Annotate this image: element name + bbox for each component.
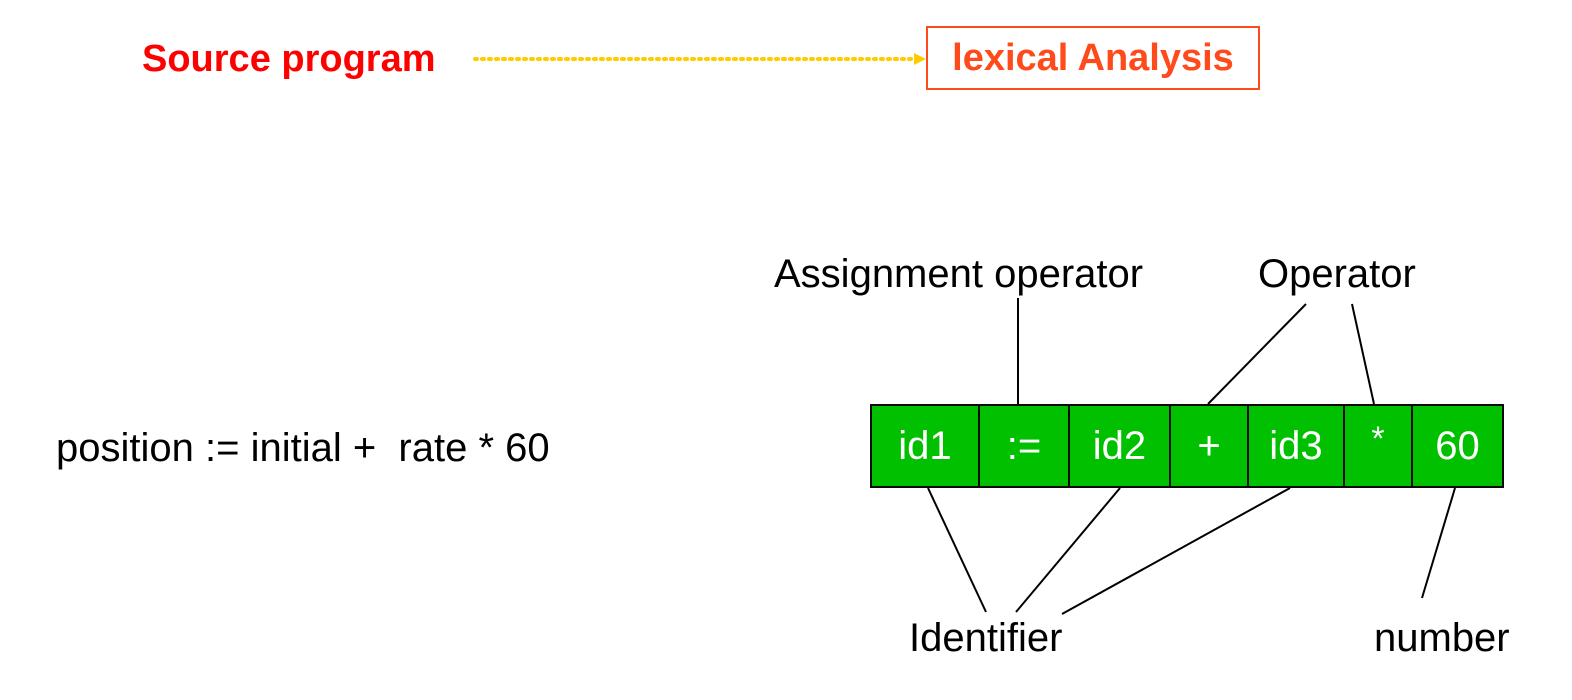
token-plus: + <box>1171 406 1249 486</box>
lexical-analysis-label: lexical Analysis <box>952 36 1234 79</box>
token-id2: id2 <box>1070 406 1171 486</box>
source-expression: position := initial + rate * 60 <box>56 426 550 470</box>
source-program-label: Source program <box>142 38 436 80</box>
assignment-operator-label: Assignment operator <box>774 252 1144 296</box>
lexical-analysis-box: lexical Analysis <box>926 26 1260 90</box>
identifier-connector-id1 <box>927 487 987 613</box>
token-number: 60 <box>1435 423 1480 468</box>
token-id1: id1 <box>872 406 980 486</box>
token-star: * <box>1345 406 1413 486</box>
token-stream: id1 := id2 + id3 * 60 <box>870 404 1504 488</box>
operator-label: Operator <box>1258 252 1416 296</box>
token-assign: := <box>980 406 1070 486</box>
number-label: number <box>1374 616 1510 660</box>
identifier-label: Identifier <box>909 616 1063 660</box>
identifier-connector-id2 <box>1015 487 1121 613</box>
operator-connector-star <box>1351 303 1375 405</box>
identifier-connector-id3 <box>1061 487 1291 615</box>
flow-arrow-head <box>914 53 926 65</box>
operator-connector-plus <box>1207 303 1307 405</box>
token-id3: id3 <box>1249 406 1345 486</box>
number-connector <box>1421 487 1456 599</box>
